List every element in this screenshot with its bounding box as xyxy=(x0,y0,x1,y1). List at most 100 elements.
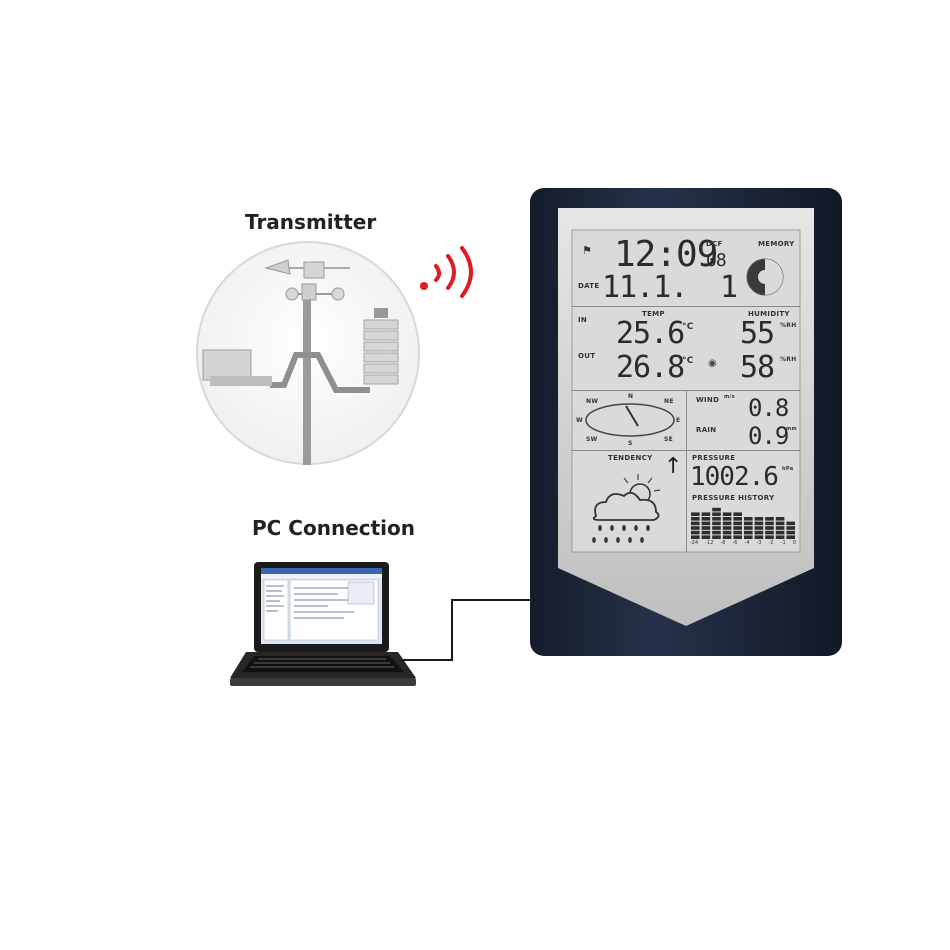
pc-connection-caption: PC Connection xyxy=(252,516,416,540)
sun-cloud-rain-icon xyxy=(592,474,661,543)
history-bar-segment xyxy=(733,517,742,521)
rain-value: 0.9 xyxy=(748,422,789,450)
history-bar-segment xyxy=(733,530,742,535)
history-hour-label: -4 xyxy=(744,540,750,546)
laptop-icon xyxy=(230,562,416,686)
outdoor-signal-icon: ◉ xyxy=(708,358,717,369)
history-hour-label: -12 xyxy=(705,540,714,546)
wind-value: 0.8 xyxy=(748,394,789,422)
moon-phase-icon xyxy=(746,258,784,296)
history-hours-row: -24 -12 -8 -6 -4 -3 -2 -1 0 xyxy=(690,540,796,548)
compass-ne: NE xyxy=(664,398,674,405)
history-bar-segment xyxy=(744,517,753,521)
history-bar-segment xyxy=(712,517,721,521)
history-bar-segment xyxy=(691,512,700,516)
history-bar-segment xyxy=(691,535,700,539)
history-bar-segment xyxy=(786,521,795,526)
wind-label: WIND xyxy=(696,396,720,404)
history-bar-segment xyxy=(701,521,711,526)
history-bar-segment xyxy=(722,526,732,530)
history-bar-segment xyxy=(744,526,753,530)
history-bar-segment xyxy=(691,526,700,530)
history-bar-segment xyxy=(744,521,753,526)
history-bar-segment xyxy=(733,512,742,516)
history-bar-segment xyxy=(765,517,774,521)
date-display: 11.1. xyxy=(602,270,688,305)
history-bar-segment xyxy=(765,530,774,535)
in-label: IN xyxy=(578,316,588,324)
pressure-history-label: PRESSURE HISTORY xyxy=(692,494,775,502)
humidity-in-unit: %RH xyxy=(780,322,797,329)
history-bar-segment xyxy=(786,530,795,535)
history-bar-segment xyxy=(754,535,764,539)
humidity-out-value: 58 xyxy=(740,350,775,385)
compass-w: W xyxy=(576,417,583,424)
history-bar-segment xyxy=(712,535,721,539)
history-bar-segment xyxy=(765,526,774,530)
compass-sw: SW xyxy=(586,436,598,443)
temp-out-unit: °C xyxy=(682,356,694,366)
history-hour-label: -1 xyxy=(780,540,786,546)
history-bar-segment xyxy=(691,521,700,526)
history-bar-segment xyxy=(744,530,753,535)
pressure-label: PRESSURE xyxy=(692,454,736,462)
history-hour-label: -3 xyxy=(756,540,762,546)
humidity-out-unit: %RH xyxy=(780,356,797,363)
history-hour-label: -24 xyxy=(690,540,699,546)
history-bar-segment xyxy=(765,521,774,526)
seconds-display: 08 xyxy=(706,250,727,271)
temp-label: TEMP xyxy=(642,310,665,318)
out-label: OUT xyxy=(578,352,596,360)
temp-out-value: 26.8 xyxy=(616,350,685,385)
temp-in-value: 25.6 xyxy=(616,316,685,351)
history-bar-segment xyxy=(775,517,785,521)
history-bar-segment xyxy=(722,530,732,535)
pressure-history-chart xyxy=(691,507,795,539)
usb-cable xyxy=(402,599,540,661)
history-bar-segment xyxy=(701,530,711,535)
history-bar-segment xyxy=(701,526,711,530)
history-bar-segment xyxy=(722,521,732,526)
history-bar-segment xyxy=(754,521,764,526)
humidity-label: HUMIDITY xyxy=(748,310,790,318)
history-bar-segment xyxy=(775,526,785,530)
weather-vane-icon xyxy=(202,259,399,465)
date-label: DATE xyxy=(578,282,600,290)
pressure-unit: hPa xyxy=(782,466,794,472)
history-bar-segment xyxy=(733,521,742,526)
compass-e: E xyxy=(676,417,681,424)
transmitter-caption: Transmitter xyxy=(245,210,377,234)
history-bar-segment xyxy=(722,512,732,516)
history-bar-segment xyxy=(786,535,795,539)
history-bar-segment xyxy=(712,512,721,516)
history-hour-label: 0 xyxy=(792,540,796,546)
dcf-label: DCF xyxy=(706,240,723,248)
compass-n: N xyxy=(628,393,634,400)
history-bar-segment xyxy=(775,521,785,526)
rain-unit: mm xyxy=(786,426,798,432)
history-hour-label: -2 xyxy=(768,540,774,546)
history-bar-segment xyxy=(701,517,711,521)
history-bar-segment xyxy=(744,535,753,539)
wind-compass-icon xyxy=(585,403,675,437)
rain-label: RAIN xyxy=(696,426,717,434)
memory-label: MEMORY xyxy=(758,240,795,248)
history-bar-segment xyxy=(754,526,764,530)
history-hour-label: -8 xyxy=(720,540,726,546)
history-bar-segment xyxy=(701,535,711,539)
pressure-value: 1002.6 xyxy=(690,462,779,492)
transmitter-illustration xyxy=(196,241,420,465)
history-bar-segment xyxy=(691,530,700,535)
history-bar-segment xyxy=(701,512,711,516)
history-hour-label: -6 xyxy=(732,540,738,546)
humidity-in-value: 55 xyxy=(740,316,775,351)
history-bar-segment xyxy=(733,526,742,530)
lcd-screen: ⚑ 12:09 DCF 08 MEMORY DATE 11.1. 1 IN TE… xyxy=(572,230,800,552)
tendency-label: TENDENCY xyxy=(608,454,653,462)
wind-unit: m/s xyxy=(724,394,735,400)
history-bar-segment xyxy=(691,517,700,521)
history-bar-segment xyxy=(765,535,774,539)
history-bar-segment xyxy=(712,507,721,512)
weather-station: ⚑ 12:09 DCF 08 MEMORY DATE 11.1. 1 IN TE… xyxy=(530,188,842,656)
history-bar-segment xyxy=(712,526,721,530)
